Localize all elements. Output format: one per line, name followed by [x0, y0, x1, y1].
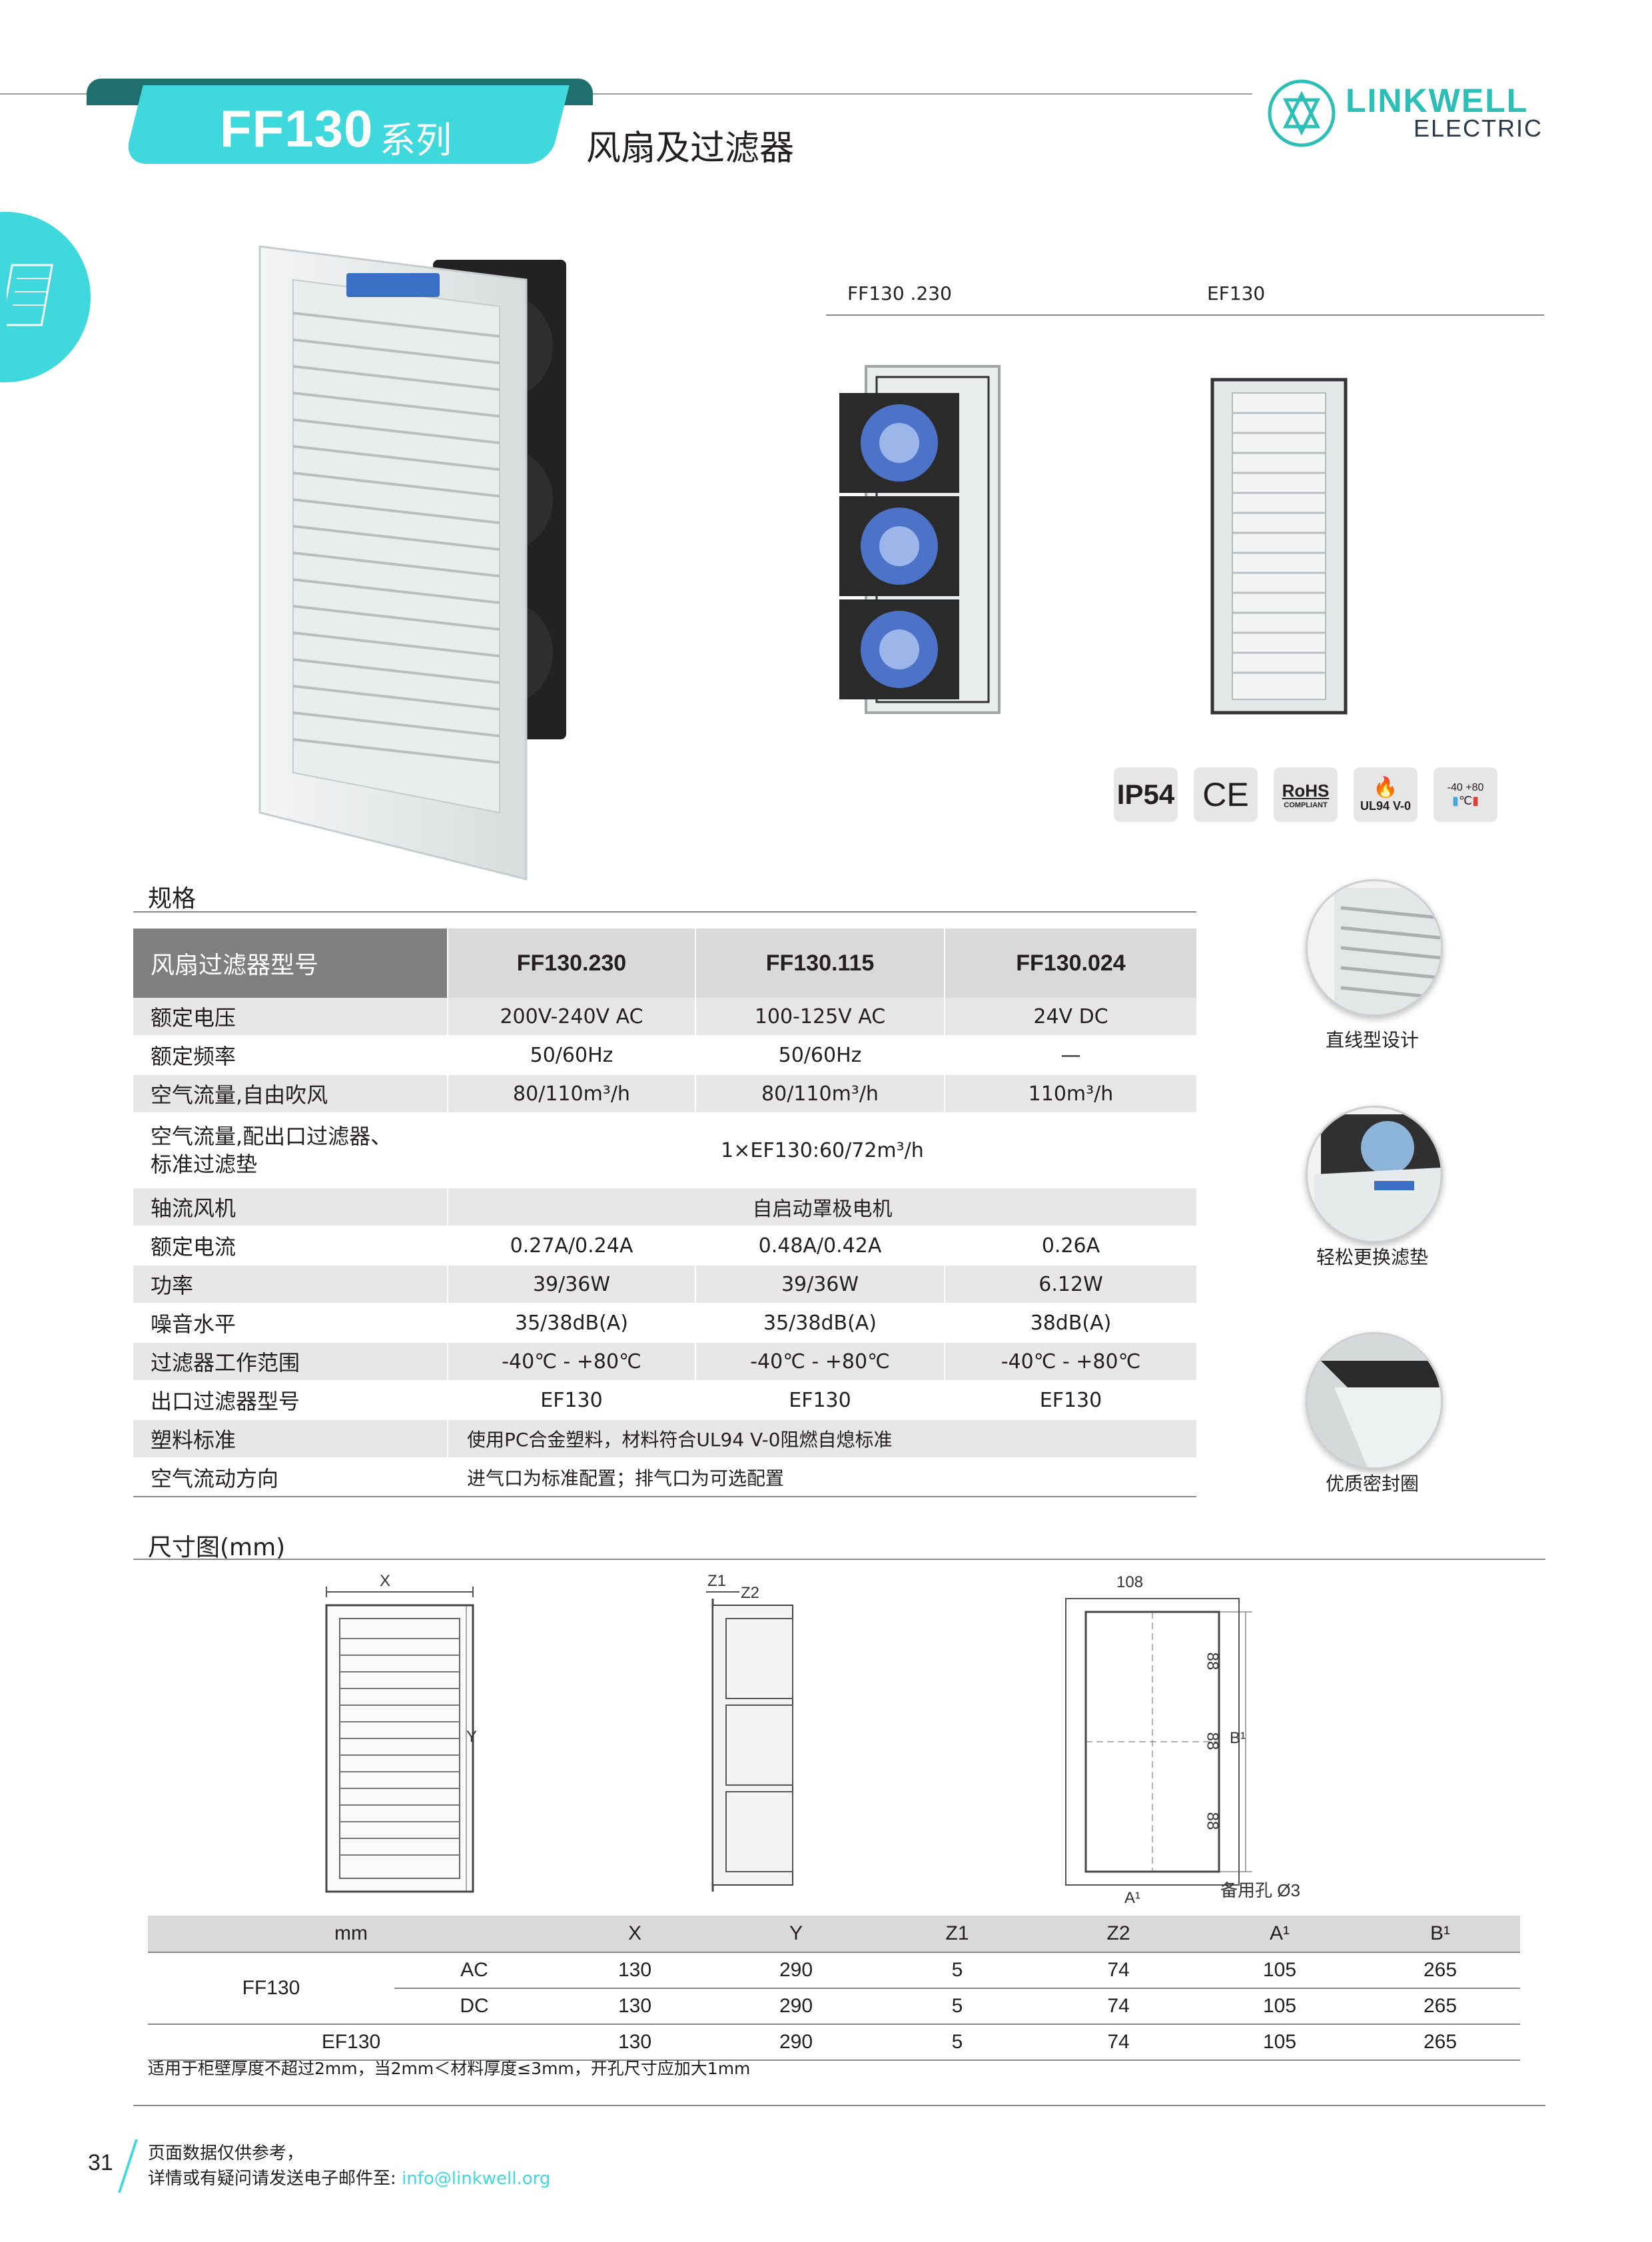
dim-label-y: Y	[466, 1728, 478, 1746]
spec-section-rule	[133, 911, 1196, 913]
exhaust-filter-image	[1210, 378, 1348, 715]
front-view-drawing	[325, 1587, 474, 1893]
contact-email-link[interactable]: info@linkwell.org	[402, 2169, 551, 2189]
caption-rule	[826, 314, 1544, 316]
flame-icon: 🔥	[1373, 777, 1398, 799]
mini-filter-icon	[7, 264, 54, 326]
dim-label-pitch-1: 88	[1203, 1652, 1222, 1671]
spec-row-noise: 噪音水平 35/38dB(A) 35/38dB(A) 38dB(A)	[133, 1304, 1196, 1343]
feature-seal-image	[1306, 1332, 1443, 1469]
dimensions-section-title: 尺寸图(mm)	[148, 1534, 286, 1561]
dimensions-table: mm X Y Z1 Z2 A¹ B¹ FF130 AC 130 290 5 74…	[148, 1916, 1521, 2061]
series-code: FF130	[220, 99, 374, 158]
spec-row-fan: 轴流风机 自启动罩极电机	[133, 1188, 1196, 1227]
feature-label-1: 直线型设计	[1325, 1029, 1419, 1051]
page-title: 风扇及过滤器	[586, 129, 795, 169]
spec-header-label: 风扇过滤器型号	[133, 929, 448, 998]
linkwell-logo-icon	[1268, 79, 1336, 147]
ul94-badge: 🔥 UL94 V-0	[1354, 767, 1418, 822]
dims-group-label: FF130	[148, 1952, 394, 2025]
spec-row-current: 额定电流 0.27A/0.24A 0.48A/0.42A 0.26A	[133, 1226, 1196, 1266]
feature-filter-replace-image	[1306, 1106, 1443, 1243]
model-col-1: FF130.230	[447, 929, 695, 998]
model-col-3: FF130.024	[944, 929, 1196, 998]
dim-label-z1: Z1	[707, 1572, 727, 1590]
dimensions-section-rule	[133, 1559, 1545, 1560]
footer-line-1: 页面数据仅供参考，	[148, 2143, 304, 2163]
dim-label-z2: Z2	[741, 1584, 760, 1602]
spec-table: 风扇过滤器型号 FF130.230 FF130.115 FF130.024 额定…	[133, 929, 1196, 1497]
footer-line-2-text: 详情或有疑问请发送电子邮件至:	[148, 2169, 402, 2189]
spec-row-outlet-filter: 出口过滤器型号 EF130 EF130 EF130	[133, 1381, 1196, 1420]
dims-row-ef130: EF130 130 290 5 74 105 265	[148, 2024, 1521, 2061]
spec-header-row: 风扇过滤器型号 FF130.230 FF130.115 FF130.024	[133, 929, 1196, 998]
brand-logo: LINKWELL ELECTRIC	[1266, 77, 1545, 151]
caption-ff130-230: FF130 .230	[847, 282, 952, 304]
cutout-drawing	[1065, 1598, 1252, 1886]
logo-secondary-text: ELECTRIC	[1414, 115, 1543, 142]
ip54-badge: IP54	[1114, 767, 1178, 822]
spare-hole-label: 备用孔 Ø3	[1220, 1880, 1300, 1900]
dim-label-a1: A¹	[1124, 1889, 1140, 1907]
spec-row-power: 功率 39/36W 39/36W 6.12W	[133, 1265, 1196, 1304]
series-suffix: 系列	[380, 119, 452, 161]
dims-row-dc: DC 130 290 5 74 105 265	[148, 1988, 1521, 2025]
rohs-text: RoHS	[1282, 780, 1330, 801]
feature-label-2: 轻松更换滤垫	[1316, 1246, 1428, 1268]
spec-row-frequency: 额定频率 50/60Hz 50/60Hz —	[133, 1036, 1196, 1075]
dim-label-pitch-3: 88	[1203, 1812, 1222, 1830]
spec-row-plastic: 塑料标准 使用PC合金塑料，材料符合UL94 V-0阻燃自熄标准	[133, 1419, 1196, 1459]
spec-section-title: 规格	[148, 885, 197, 913]
caption-ef130: EF130	[1207, 282, 1266, 304]
feature-linear-design-image	[1306, 879, 1443, 1016]
model-col-2: FF130.115	[695, 929, 945, 998]
ce-badge: CE	[1194, 767, 1258, 822]
side-view-drawing	[706, 1591, 793, 1892]
rohs-badge: RoHS COMPLIANT	[1274, 767, 1338, 822]
logo-primary-text: LINKWELL	[1346, 82, 1529, 119]
spec-row-airflow-free: 空气流量,自由吹风 80/110m³/h 80/110m³/h 110m³/h	[133, 1074, 1196, 1114]
product-main-image	[258, 245, 566, 881]
spec-row-flow-direction: 空气流动方向 进气口为标准配置；排气口为可选配置	[133, 1458, 1196, 1497]
dim-label-pitch-2: 88	[1203, 1732, 1222, 1750]
spec-row-temp-range: 过滤器工作范围 -40℃ - +80℃ -40℃ - +80℃ -40℃ - +…	[133, 1342, 1196, 1381]
footer-rule	[133, 2105, 1545, 2106]
fan-unit-image	[839, 365, 1001, 714]
ul94-text: UL94 V-0	[1360, 799, 1412, 813]
dim-label-width: 108	[1116, 1573, 1144, 1591]
spec-row-airflow-filter: 空气流量,配出口过滤器、 标准过滤垫 1×EF130:60/72m³/h	[133, 1113, 1196, 1188]
dims-header-row: mm X Y Z1 Z2 A¹ B¹	[148, 1916, 1521, 1953]
spec-row-voltage: 额定电压 200V-240V AC 100-125V AC 24V DC	[133, 998, 1196, 1036]
temp-range-text: -40 +80	[1447, 781, 1484, 793]
feature-label-3: 优质密封圈	[1325, 1473, 1419, 1495]
dim-label-x: X	[380, 1572, 391, 1590]
footer-divider	[118, 2139, 138, 2193]
thermometer-icon: ▮℃▮	[1451, 793, 1479, 807]
side-decoration	[0, 212, 91, 382]
dims-row-ac: FF130 AC 130 290 5 74 105 265	[148, 1952, 1521, 2025]
rohs-sub-text: COMPLIANT	[1284, 801, 1328, 809]
dim-label-b1: B¹	[1230, 1729, 1246, 1747]
page-number: 31	[88, 2150, 113, 2175]
temperature-badge: -40 +80 ▮℃▮	[1434, 767, 1497, 822]
footer-line-2: 详情或有疑问请发送电子邮件至: info@linkwell.org	[148, 2165, 550, 2189]
dimensions-note: 适用于柜壁厚度不超过2mm，当2mm＜材料厚度≤3mm，开孔尺寸应加大1mm	[148, 2059, 751, 2078]
header-rule	[0, 93, 1252, 95]
